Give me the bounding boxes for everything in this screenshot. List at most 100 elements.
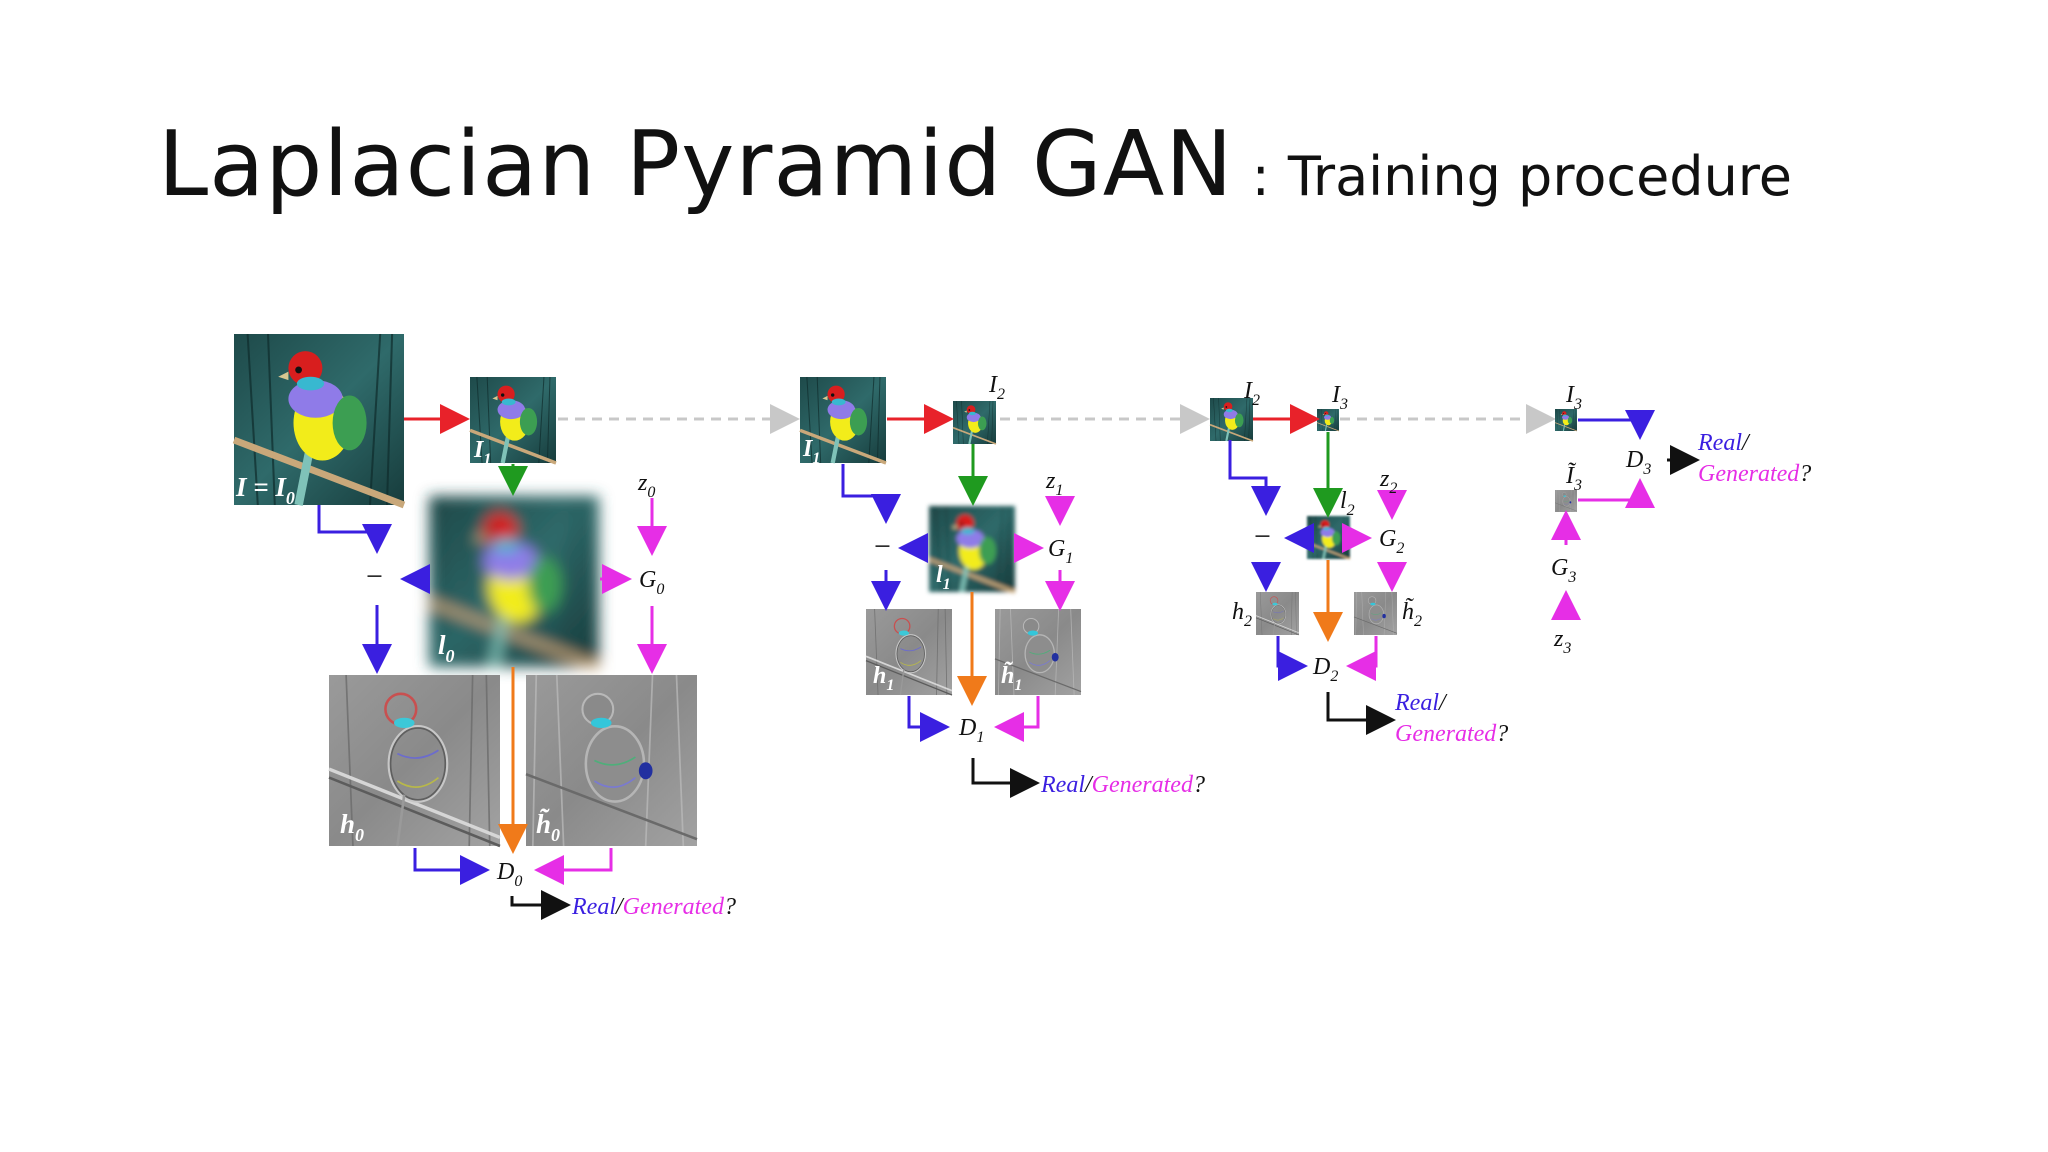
magenta-arrow-I3t-D3: [1578, 478, 1655, 508]
label-G0-sub: 0: [656, 581, 664, 598]
label-I1b: I: [802, 436, 814, 462]
svg-text:z0: z0: [637, 470, 655, 501]
label-I1: I: [473, 437, 485, 463]
blue-arrow-h1-D1: [907, 696, 950, 742]
label-h1: h: [873, 663, 886, 689]
magenta-arrow-h0t-D0: [534, 848, 613, 885]
label-G2: G: [1379, 526, 1396, 552]
label-z0-sub: 0: [647, 484, 655, 501]
level-1: I1 I2 l1 z1 G1 − h1 h̃1 D1 Real/Generate…: [800, 372, 1210, 798]
label-slash-1: /: [1083, 772, 1094, 798]
label-I2-sub: 2: [997, 386, 1005, 403]
label-D0-sub: 0: [514, 873, 522, 890]
label-G3: G: [1551, 555, 1568, 581]
label-minus-1: −: [874, 530, 891, 563]
label-l2-sub: 2: [1347, 502, 1355, 519]
label-I-eq-I0: I = I: [235, 472, 287, 502]
label-real-0: Real: [571, 894, 616, 920]
label-D1: D: [958, 715, 976, 741]
label-z0: z: [637, 470, 648, 496]
image-I2: [1208, 396, 1255, 443]
label-real-2: Real: [1394, 690, 1439, 716]
label-minus-2: −: [1254, 520, 1271, 553]
blue-arrow-h2-D2: [1276, 636, 1308, 681]
label-I2: I: [988, 372, 998, 398]
label-minus-0: −: [366, 560, 383, 593]
title-separator: :: [1251, 145, 1270, 208]
svg-text:z1: z1: [1045, 468, 1063, 499]
svg-text:Real/: Real/: [1697, 430, 1751, 456]
svg-text:I2: I2: [1243, 378, 1260, 409]
label-h2-sub: 2: [1244, 613, 1252, 630]
label-h0: h: [340, 809, 355, 839]
title-subtitle: Training procedure: [1287, 145, 1793, 208]
label-I3b-sub: 3: [1573, 396, 1582, 413]
svg-text:D0: D0: [496, 859, 522, 890]
label-I3: I: [1331, 382, 1341, 408]
svg-text:I1: I1: [473, 437, 491, 468]
svg-text:h2: h2: [1232, 599, 1252, 630]
label-h2-tilde: h̃: [1402, 597, 1414, 625]
black-arrow-D1: [971, 758, 1040, 798]
svg-text:G0: G0: [639, 567, 664, 598]
svg-text:D1: D1: [958, 715, 984, 746]
label-real-3: Real: [1697, 430, 1742, 456]
label-h0-tilde: h̃: [536, 808, 551, 839]
svg-text:I = I0: I = I0: [235, 472, 295, 508]
label-z1: z: [1045, 468, 1056, 494]
label-D2-sub: 2: [1330, 668, 1338, 685]
blue-arrow-I3-D3: [1578, 410, 1655, 440]
label-D3-sub: 3: [1642, 461, 1651, 478]
level-0: I = I0 I1 l0 z0 G0 − h0 h̃0 D0 Real/Gene…: [234, 334, 800, 920]
svg-text:I1: I1: [802, 436, 820, 467]
label-I0-sub: 0: [286, 488, 295, 508]
label-l2: l: [1340, 488, 1347, 514]
image-h2-tilde: [1353, 591, 1398, 636]
level-3: I3 Ĩ3 D3 G3 z3 Real/ Generated?: [1551, 382, 1811, 657]
svg-text:Real/Generated?: Real/Generated?: [1040, 772, 1205, 798]
svg-text:D2: D2: [1312, 654, 1338, 685]
label-slash-3: /: [1740, 430, 1751, 456]
svg-text:Real/Generated?: Real/Generated?: [571, 894, 736, 920]
svg-text:Generated?: Generated?: [1395, 721, 1508, 747]
label-q-1: ?: [1193, 772, 1205, 798]
label-I3-tilde-sub: 3: [1573, 477, 1582, 494]
label-D2: D: [1312, 654, 1330, 680]
blue-arrow-I2-minus: [1228, 440, 1281, 516]
label-h2: h: [1232, 599, 1244, 625]
svg-text:l0: l0: [438, 630, 455, 666]
label-z3-sub: 3: [1562, 640, 1571, 657]
label-l1-sub: 1: [943, 576, 951, 593]
magenta-arrow-h1t-D1: [994, 696, 1040, 742]
svg-text:D3: D3: [1625, 447, 1651, 478]
svg-text:h̃0: h̃0: [536, 808, 560, 845]
label-h0-sub: 0: [355, 825, 364, 845]
svg-text:G2: G2: [1379, 526, 1404, 557]
label-I1b-sub: 1: [812, 450, 820, 467]
label-I2b-sub: 2: [1252, 392, 1260, 409]
label-q-3: ?: [1799, 461, 1811, 487]
label-q-2: ?: [1496, 721, 1508, 747]
svg-text:G3: G3: [1551, 555, 1576, 586]
level-2: I2 I3 l2 z2 G2 − h2 h̃2 D2 Real/ Generat…: [1208, 378, 1556, 747]
label-slash-2: /: [1437, 690, 1448, 716]
label-D0: D: [496, 859, 514, 885]
svg-text:l2: l2: [1340, 488, 1355, 519]
image-I3-small: [1316, 408, 1340, 432]
black-arrow-D0: [510, 890, 571, 920]
image-l0: [429, 496, 599, 667]
svg-text:h0: h0: [340, 809, 364, 845]
svg-text:Ĩ3: Ĩ3: [1565, 463, 1582, 494]
label-G1-sub: 1: [1065, 550, 1073, 567]
label-generated-3: Generated: [1698, 461, 1800, 487]
label-z2-sub: 2: [1389, 480, 1397, 497]
label-generated-2: Generated: [1395, 721, 1497, 747]
label-G0: G: [639, 567, 656, 593]
svg-text:Generated?: Generated?: [1698, 461, 1811, 487]
svg-text:h̃2: h̃2: [1402, 597, 1422, 630]
svg-text:Real/: Real/: [1394, 690, 1448, 716]
image-I2-small: [951, 399, 998, 446]
label-I2b: I: [1243, 378, 1253, 404]
label-I1-sub: 1: [483, 451, 491, 468]
title-main: Laplacian Pyramid GAN: [158, 112, 1234, 217]
